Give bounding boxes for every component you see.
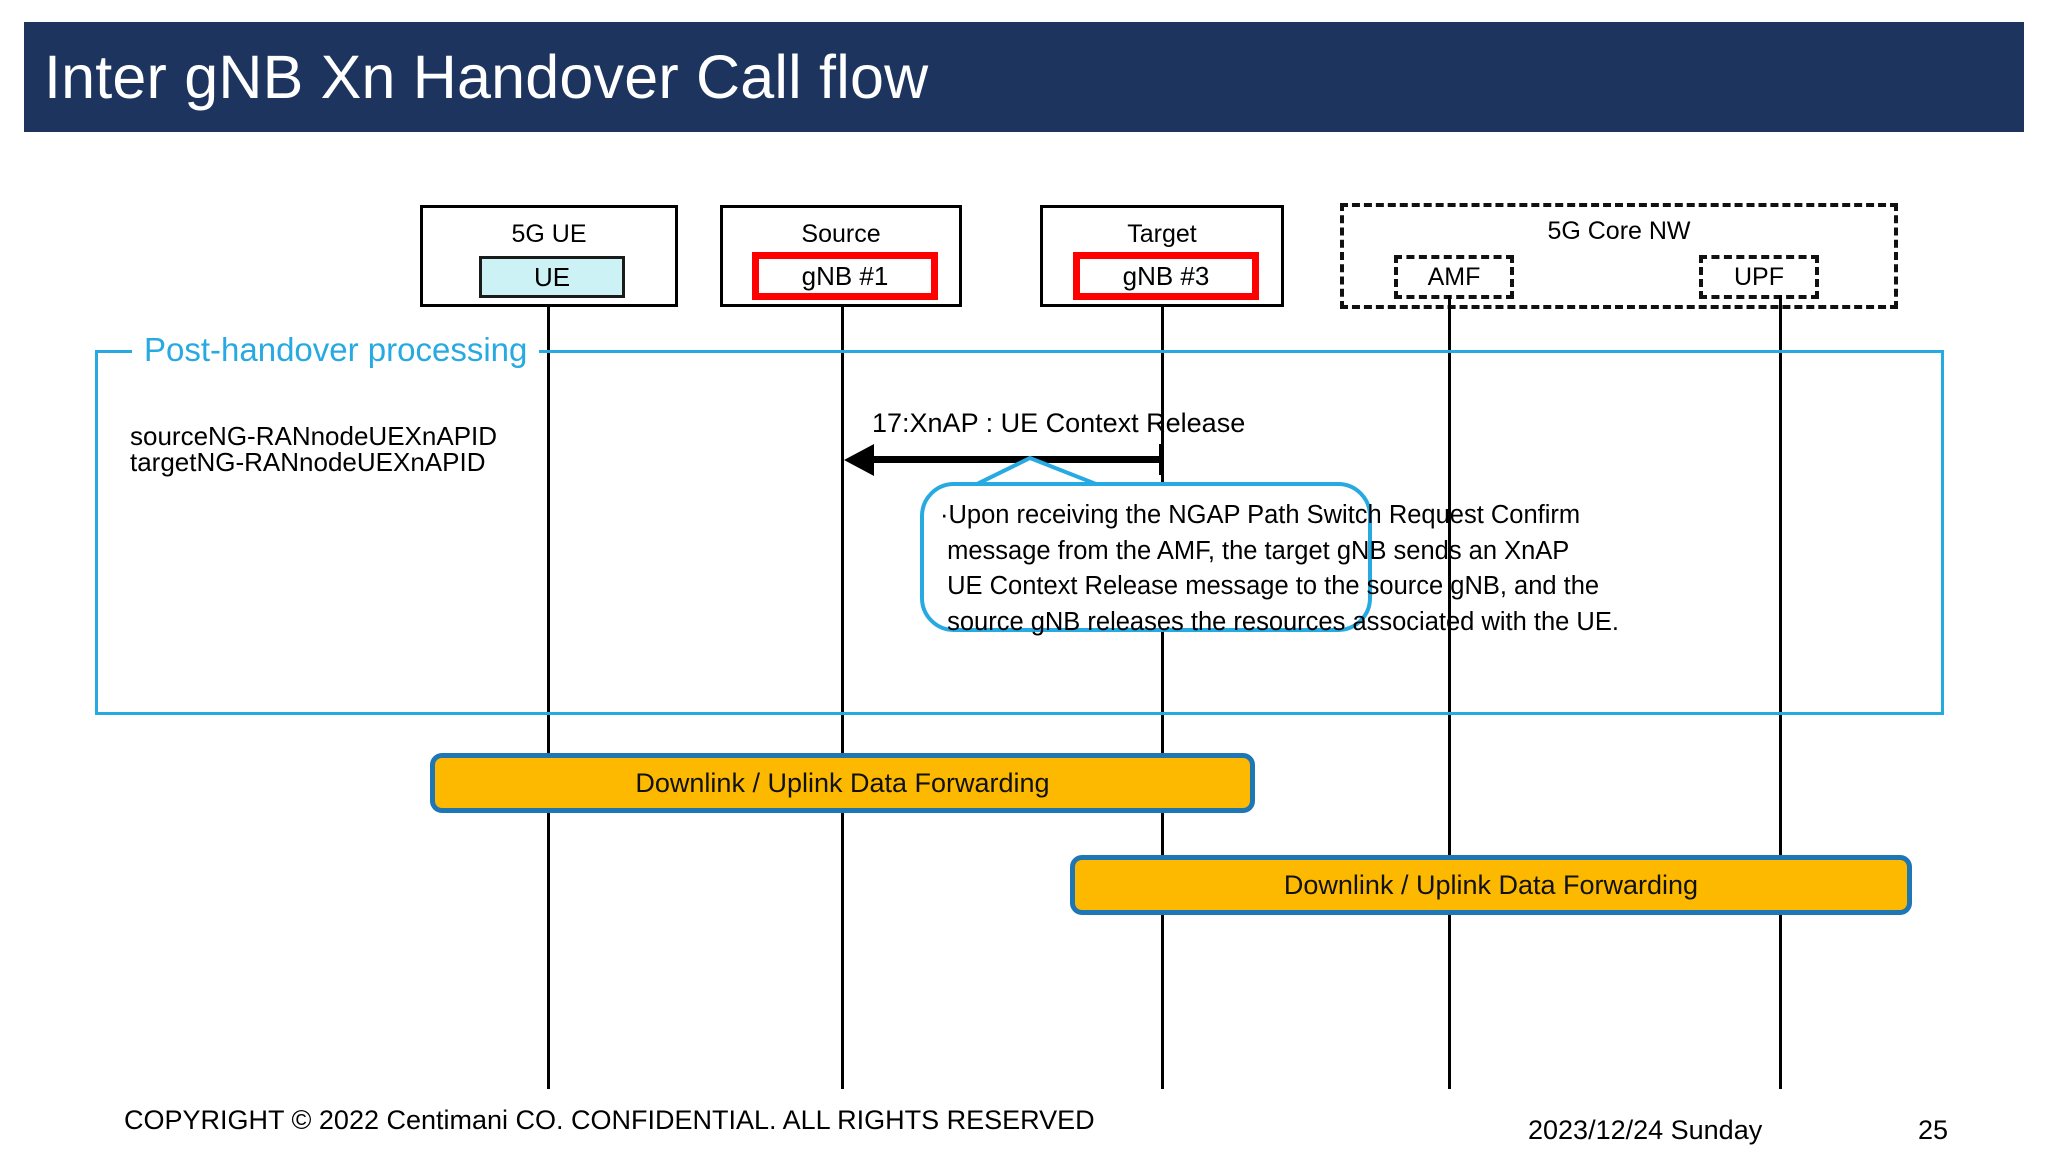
- core-network-title: 5G Core NW: [1547, 217, 1691, 245]
- callout-box: [920, 482, 1372, 632]
- lifeline-header-label-5g-ue: 5G UE: [511, 220, 587, 248]
- side-note-source-id: sourceNG-RANnodeUEXnAPID: [130, 421, 498, 451]
- lifeline-line-ue: [547, 307, 550, 1089]
- lifeline-line-target: [1161, 307, 1164, 1089]
- post-handover-frame: [95, 350, 1944, 715]
- callout-text: ·Upon receiving the NGAP Path Switch Req…: [940, 501, 1619, 637]
- lifeline-line-amf: [1448, 295, 1451, 1089]
- message-arrow-17-head: [844, 444, 874, 476]
- slide-title-bar: Inter gNB Xn Handover Call flow: [24, 22, 2024, 132]
- page-title: Inter gNB Xn Handover Call flow: [44, 42, 929, 111]
- lifeline-header-target[interactable]: Target gNB #3: [1040, 205, 1284, 307]
- lifeline-header-label-target: Target: [1127, 220, 1197, 248]
- entity-box-gnb-3[interactable]: gNB #3: [1073, 252, 1259, 300]
- lifeline-header-5g-ue[interactable]: 5G UE UE: [420, 205, 678, 307]
- lifeline-header-label-source: Source: [801, 220, 881, 248]
- message-arrow-17-origin-stub: [1159, 444, 1163, 475]
- lifeline-header-source[interactable]: Source gNB #1: [720, 205, 962, 307]
- lifeline-line-source: [841, 307, 844, 1089]
- entity-box-upf[interactable]: UPF: [1699, 255, 1819, 299]
- side-note-target-id: targetNG-RANnodeUEXnAPID: [130, 447, 486, 477]
- lifeline-line-upf: [1779, 295, 1782, 1089]
- footer-copyright: COPYRIGHT © 2022 Centimani CO. CONFIDENT…: [124, 1105, 1095, 1135]
- entity-box-amf[interactable]: AMF: [1394, 255, 1514, 299]
- message-label-17: 17:XnAP : UE Context Release: [872, 408, 1246, 438]
- message-arrow-17-line: [858, 456, 1162, 463]
- core-network-box: 5G Core NW AMF UPF: [1340, 203, 1898, 309]
- entity-box-gnb-1[interactable]: gNB #1: [752, 252, 938, 300]
- data-forwarding-bar-1[interactable]: Downlink / Uplink Data Forwarding: [430, 753, 1255, 813]
- footer-date: 2023/12/24 Sunday: [1528, 1115, 1763, 1145]
- footer-page-number: 25: [1918, 1115, 1949, 1145]
- data-forwarding-bar-2[interactable]: Downlink / Uplink Data Forwarding: [1070, 855, 1912, 915]
- entity-box-ue[interactable]: UE: [479, 256, 625, 298]
- post-handover-frame-label: Post-handover processing: [132, 331, 540, 369]
